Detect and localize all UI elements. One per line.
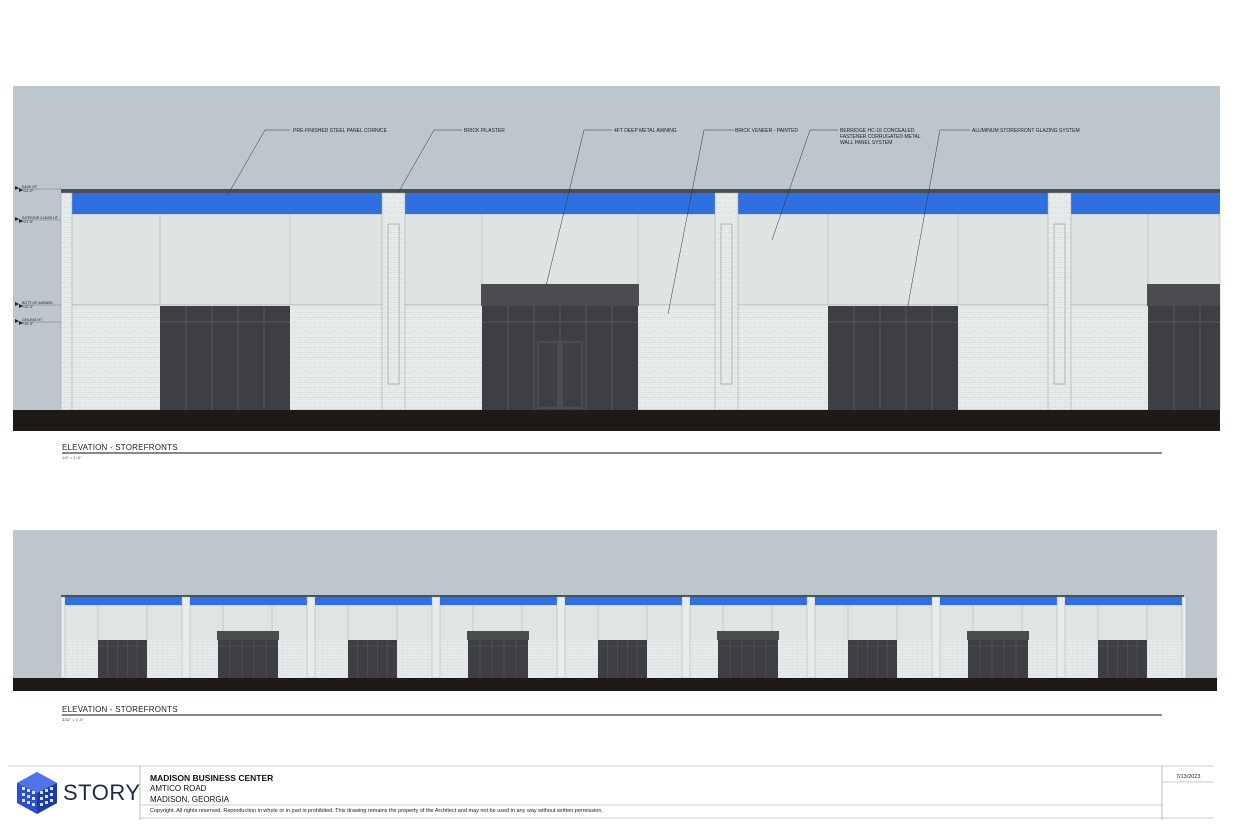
level-clear-value: +21'-0" <box>22 220 34 224</box>
cornice-panel-1 <box>190 597 307 605</box>
pilaster-end <box>1181 596 1187 679</box>
elevation-2-scale: 3/32" = 1'-0" <box>62 717 84 722</box>
storefront-6 <box>848 640 897 678</box>
storefront-8 <box>1098 640 1147 678</box>
awning-5 <box>717 631 779 640</box>
cornice-panel-2 <box>315 597 432 605</box>
storefront-1 <box>218 640 278 678</box>
pilaster-7 <box>931 596 941 679</box>
copyright-notice: Copyright. All rights reserved. Reproduc… <box>150 808 603 814</box>
elevation-1-drawing: PRE-FINISHED STEEL PANEL CORNICE BRICK P… <box>13 86 1221 454</box>
elevation-2-drawing <box>13 530 1217 716</box>
awning-1 <box>217 631 279 640</box>
level-awning-value: +12'-0" <box>22 305 34 309</box>
callout-metal-panel-line3: WALL PANEL SYSTEM <box>840 140 892 146</box>
level-ceiling-label: CEILING HT <box>22 318 43 322</box>
callout-cornice: PRE-FINISHED STEEL PANEL CORNICE <box>293 128 388 134</box>
storefront-2 <box>348 640 397 678</box>
storefront-5 <box>718 640 778 678</box>
story-logo-icon <box>17 772 57 814</box>
storefront-mullions <box>160 306 1220 410</box>
level-ceiling-value: +10'-0" <box>22 322 34 326</box>
ground-line <box>13 410 1220 431</box>
pilaster-2 <box>306 596 316 679</box>
awning-3 <box>467 631 529 640</box>
pilaster-0 <box>60 596 66 679</box>
cornice-panel-5 <box>690 597 807 605</box>
callout-brick-veneer: BRICK VENEER - PAINTED <box>735 128 798 134</box>
pilaster-6 <box>806 596 816 679</box>
project-address-line2: MADISON, GEORGIA <box>150 795 230 804</box>
elevation-1-scale: 1/4" = 1'-0" <box>62 455 82 460</box>
callout-leaders <box>226 129 970 317</box>
cornice-panel-4 <box>565 597 682 605</box>
cornice-panel-7 <box>940 597 1057 605</box>
level-eave-label: EAVE HT <box>22 185 38 189</box>
callout-pilaster: BRICK PILASTER <box>464 128 505 134</box>
panel-joints <box>159 214 1149 305</box>
cornice-panel-6 <box>815 597 932 605</box>
callout-awning: 4FT DEEP METAL AWNING <box>614 128 677 134</box>
pilaster-3 <box>431 596 441 679</box>
callout-metal-panel-line1: BERRIDGE HC-16 CONCEALED <box>840 128 915 134</box>
elevation-2-bays <box>60 596 1187 679</box>
firm-name: STORY <box>63 780 141 805</box>
pilaster-8 <box>1056 596 1066 679</box>
storefront-0 <box>98 640 147 678</box>
cornice-panel-3 <box>440 597 557 605</box>
roof-coping-2 <box>61 595 1184 597</box>
metal-awnings <box>481 284 1220 306</box>
wall-panel-zone <box>60 213 1221 306</box>
pilaster-1 <box>181 596 191 679</box>
level-markers: EAVE HT +24'-0" INTERIOR CLEAR HT +21'-0… <box>15 185 61 326</box>
level-awning-label: BOTT OF AWNING <box>22 301 53 305</box>
cornice-panel-8 <box>1065 597 1182 605</box>
storefront-7 <box>968 640 1028 678</box>
awning-7 <box>967 631 1029 640</box>
elevation-2-title: ELEVATION - STOREFRONTS <box>62 705 178 714</box>
drawing-date: 7/13/2023 <box>1176 774 1201 780</box>
pilaster-5 <box>681 596 691 679</box>
callout-metal-panel-line2: FASTENER CORRUGATED METAL <box>840 134 921 140</box>
steel-panel-cornice <box>72 193 1220 214</box>
roof-coping <box>61 189 1220 193</box>
callout-glazing: ALUMINUM STOREFRONT GLAZING SYSTEM <box>972 128 1080 134</box>
elevation-1-title: ELEVATION - STOREFRONTS <box>62 443 178 452</box>
level-clear-label: INTERIOR CLEAR HT <box>22 216 59 220</box>
cornice-panel-0 <box>65 597 182 605</box>
project-name: MADISON BUSINESS CENTER <box>150 773 274 783</box>
level-eave-value: +24'-0" <box>22 189 34 193</box>
storefront-4 <box>598 640 647 678</box>
pilaster-4 <box>556 596 566 679</box>
storefront-3 <box>468 640 528 678</box>
ground-line-2 <box>13 678 1217 691</box>
project-address-line1: AMTICO ROAD <box>150 784 207 793</box>
title-block-frame <box>8 765 1214 820</box>
